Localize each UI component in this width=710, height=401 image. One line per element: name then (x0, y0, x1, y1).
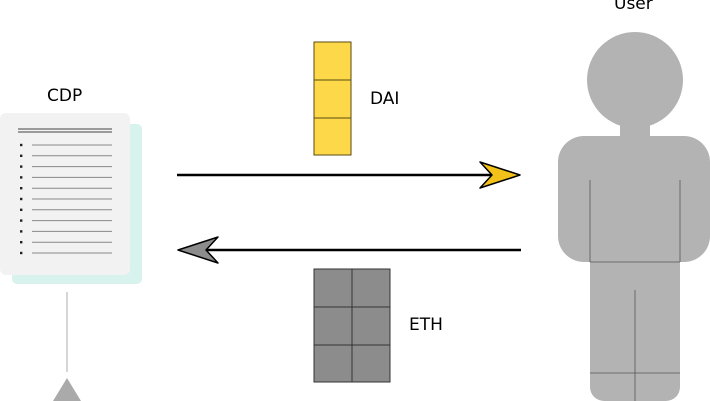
user-label: User (614, 0, 653, 14)
dai-label: DAI (370, 89, 400, 109)
document-bullet (20, 241, 23, 244)
document-bullet (20, 154, 23, 157)
document-bullet (20, 219, 23, 222)
eth-label: ETH (409, 315, 443, 335)
document-bullet (20, 208, 23, 211)
document-icon (0, 113, 142, 284)
right-arrow-icon (177, 161, 521, 189)
person-icon (558, 32, 710, 401)
document-bullet (20, 187, 23, 190)
document-bullet (20, 251, 23, 255)
document-lines (20, 143, 112, 255)
document-page (0, 113, 130, 275)
cdp-label: CDP (47, 86, 83, 106)
left-arrow-icon (177, 236, 521, 264)
document-bullet (20, 230, 23, 233)
document-bullet (20, 176, 23, 179)
eth-token-stack-icon (313, 268, 391, 383)
triangle-icon (53, 378, 81, 401)
person-head (587, 32, 683, 128)
document-bullet (20, 165, 23, 168)
document-bullet (20, 143, 23, 147)
document-bullet (20, 197, 23, 201)
person-torso (558, 136, 710, 262)
dai-token-stack-icon (313, 41, 352, 156)
